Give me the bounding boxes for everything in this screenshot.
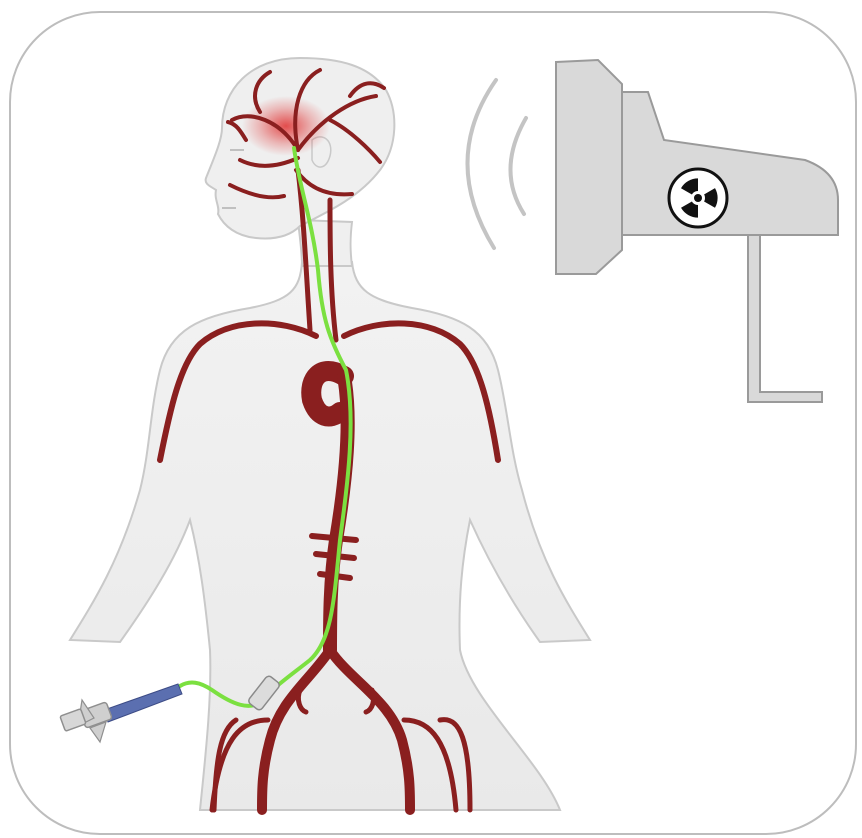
xray-detector-plate [556, 60, 622, 274]
radiation-icon [669, 169, 727, 227]
